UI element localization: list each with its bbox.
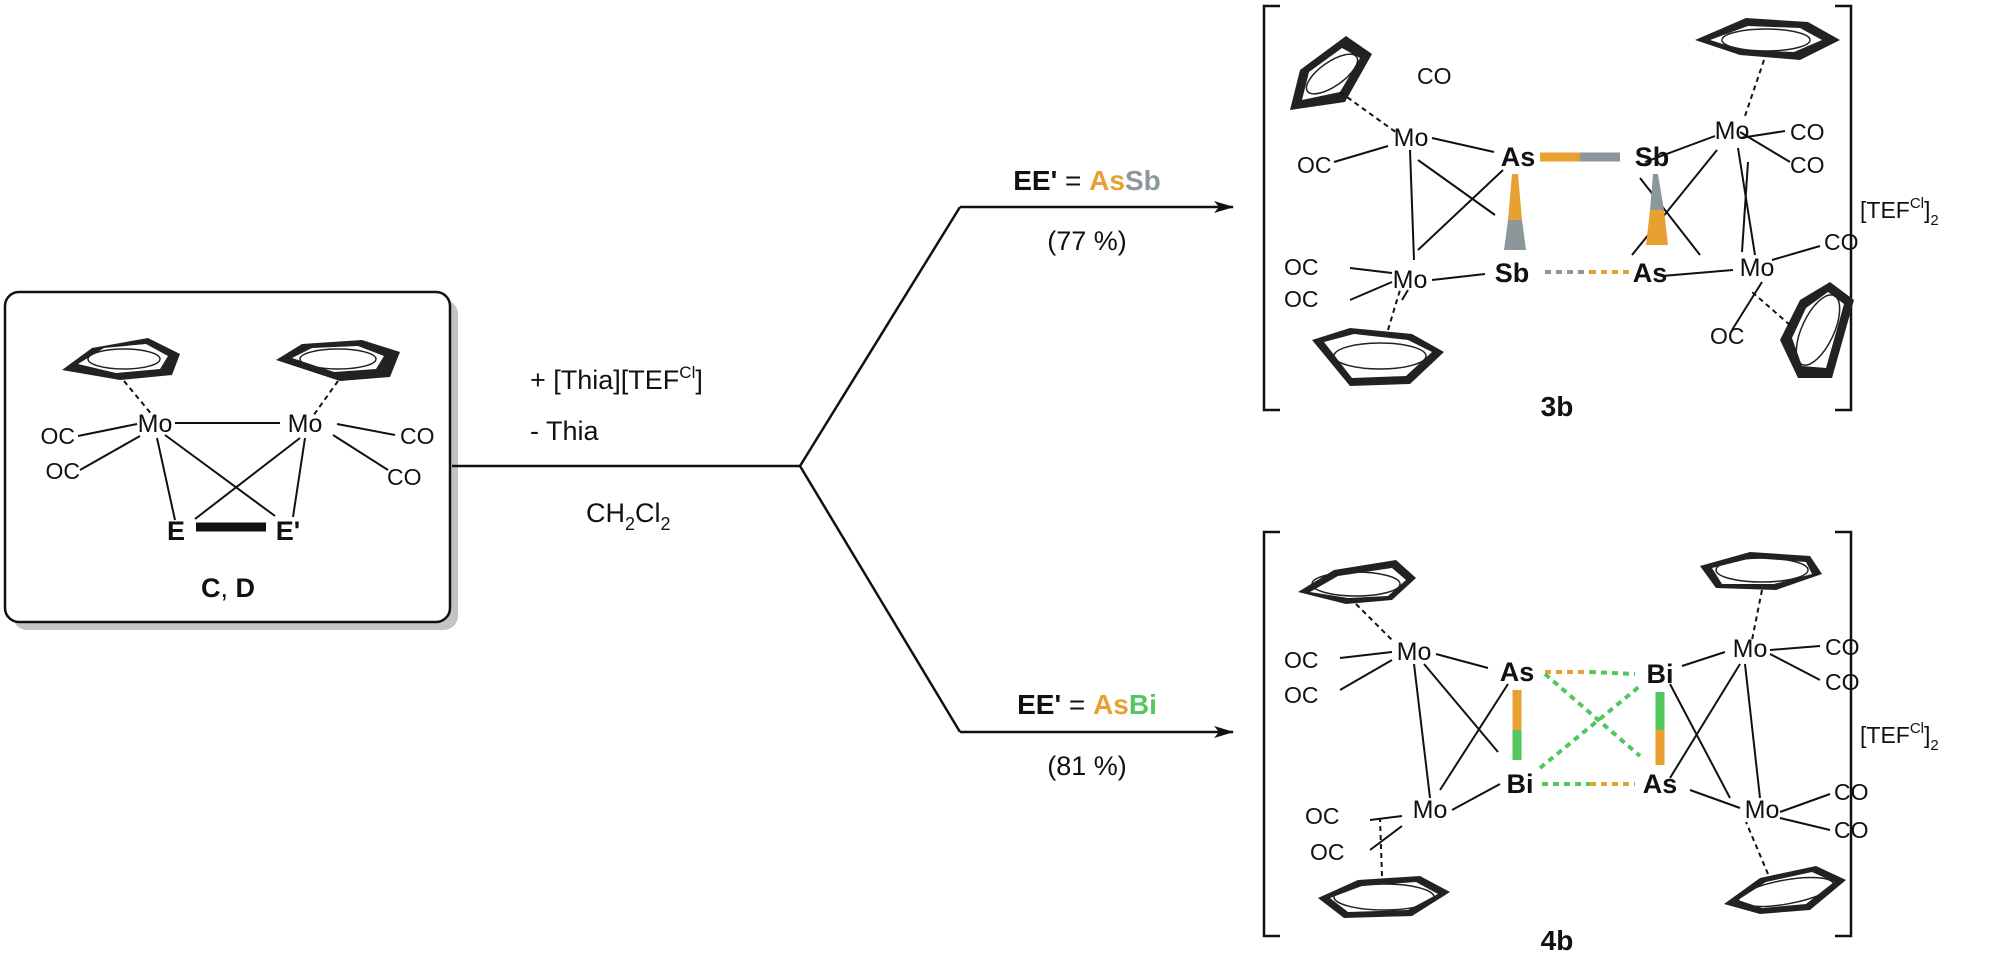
cp-ring-icon: [1298, 560, 1416, 641]
mo-label: Mo: [1715, 117, 1750, 145]
ee-label-asbi: EE' = AsBi: [1017, 689, 1157, 720]
as-bi-contact: [1543, 672, 1642, 758]
mo-label: Mo: [1393, 266, 1428, 294]
yield-3b: (77 %): [1047, 226, 1127, 256]
co-ligand-label: OC: [1284, 647, 1319, 673]
eprime-atom-label: E': [276, 516, 300, 546]
mo-label: Mo: [1394, 124, 1429, 152]
cp-ring-icon: [1724, 821, 1846, 914]
co-ligand-label: CO: [1825, 634, 1860, 660]
bi-bi-contact: [1538, 684, 1642, 770]
as-atom-label: As: [1501, 142, 1536, 172]
sb-as-wedge: [1650, 174, 1664, 210]
bonds-4b: [1339, 645, 1831, 851]
as-bi-contact: [1589, 670, 1636, 676]
co-ligand-label: OC: [1710, 323, 1745, 349]
product-3b: Mo Mo Mo Mo As Sb Sb As CO OC CO CO OC O…: [1262, 4, 1939, 422]
yield-4b: (81 %): [1047, 751, 1127, 781]
reaction-conditions: + [Thia][TEFCl] - Thia CH2Cl2 EE' = AsSb…: [530, 165, 1161, 781]
compound-label-4b: 4b: [1541, 925, 1574, 956]
co-ligand-label: OC: [1284, 682, 1319, 708]
co-ligand-label: CO: [1825, 669, 1860, 695]
byproduct-label: - Thia: [530, 416, 600, 446]
as-atom-label: As: [1500, 657, 1535, 687]
as-atom-label: As: [1633, 258, 1668, 288]
cp-ring-icon: [276, 340, 400, 417]
reagent-label: + [Thia][TEFCl]: [530, 363, 703, 395]
co-ligand-label: CO: [1834, 779, 1869, 805]
cp-ring-icon: [1312, 289, 1444, 386]
co-ligand-label: CO: [1824, 229, 1859, 255]
as-sb-wedge: [1508, 174, 1522, 220]
co-ligand-label: OC: [41, 423, 76, 449]
as-atom-label: As: [1643, 769, 1678, 799]
bi-atom-label: Bi: [1647, 659, 1674, 689]
co-ligand-label: OC: [1284, 254, 1319, 280]
co-ligand-label: CO: [1417, 63, 1452, 89]
co-ligand-label: OC: [46, 458, 81, 484]
bracket-left: [1262, 530, 1280, 938]
bonds-3b: [1333, 130, 1821, 331]
counterion-label: [TEFCl]2: [1860, 195, 1939, 229]
mo-label: Mo: [288, 410, 323, 438]
cp-ring-icon: [1290, 36, 1398, 134]
co-ligand-label: OC: [1310, 839, 1345, 865]
bracket-left: [1262, 4, 1280, 412]
ee-label-assb: EE' = AsSb: [1013, 165, 1161, 196]
reaction-arrows: [452, 201, 1234, 738]
cp-ring-icon: [1318, 817, 1450, 918]
cp-ring-icon: [1695, 18, 1840, 117]
sb-atom-label: Sb: [1495, 258, 1530, 288]
compound-label-3b: 3b: [1541, 391, 1574, 422]
co-ligand-label: CO: [387, 464, 422, 490]
compound-label-cd: C, D: [201, 573, 255, 603]
sb-atom-label: Sb: [1635, 142, 1670, 172]
co-ligand-label: CO: [400, 423, 435, 449]
starting-material-box: Mo Mo OC OC CO CO E E' C, D: [3, 290, 458, 630]
product-4b: Mo Mo Mo Mo As Bi Bi As OC OC CO CO OC O…: [1262, 530, 1939, 956]
mo-label: Mo: [1740, 254, 1775, 282]
mo-label: Mo: [1745, 796, 1780, 824]
cp-ring-icon: [1751, 282, 1854, 378]
co-ligand-label: CO: [1790, 152, 1825, 178]
e-atom-label: E: [167, 516, 185, 546]
bi-atom-label: Bi: [1507, 769, 1534, 799]
counterion-label: [TEFCl]2: [1860, 720, 1939, 754]
bracket-right: [1835, 4, 1853, 412]
co-ligand-label: OC: [1297, 152, 1332, 178]
mo-label: Mo: [1413, 796, 1448, 824]
co-ligand-label: CO: [1790, 119, 1825, 145]
sb-as-wedge: [1646, 210, 1668, 245]
as-sb-wedge: [1504, 220, 1526, 250]
mo-label: Mo: [138, 410, 173, 438]
cp-ring-icon: [1700, 552, 1822, 641]
cp-ring-icon: [62, 338, 180, 417]
bracket-right: [1835, 530, 1853, 938]
start-bonds: [77, 422, 396, 521]
co-ligand-label: CO: [1834, 817, 1869, 843]
co-ligand-label: OC: [1305, 803, 1340, 829]
co-ligand-label: OC: [1284, 286, 1319, 312]
mo-label: Mo: [1733, 635, 1768, 663]
solvent-label: CH2Cl2: [586, 498, 671, 534]
mo-label: Mo: [1397, 638, 1432, 666]
